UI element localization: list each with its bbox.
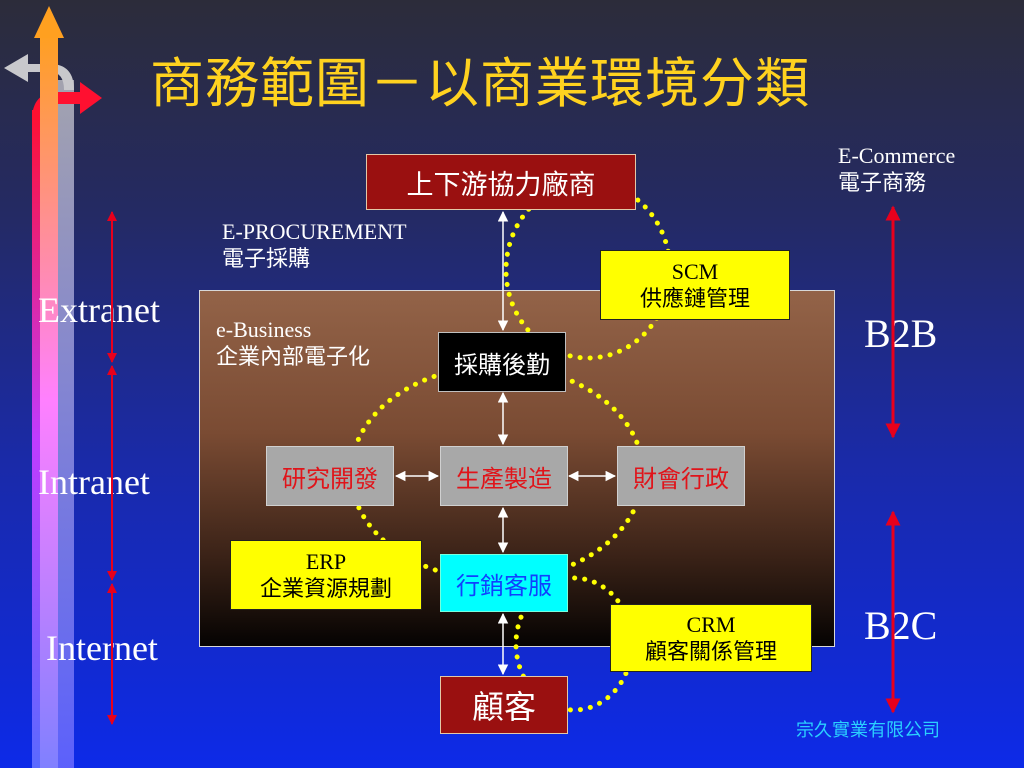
callout-scm: SCM 供應鏈管理 <box>600 250 790 320</box>
node-partners: 上下游協力廠商 <box>366 154 636 210</box>
ecommerce-zh: 電子商務 <box>838 170 927 195</box>
eprocurement-zh: 電子採購 <box>222 246 311 271</box>
crm-zh: 顧客關係管理 <box>644 639 777 664</box>
b2c-label: B2C <box>864 603 938 648</box>
node-marketing: 行銷客服 <box>440 554 568 612</box>
erp-en: ERP <box>305 549 347 574</box>
ecommerce-en: E-Commerce <box>838 143 956 168</box>
ebusiness-label: e-Business 企業內部電子化 <box>216 316 370 370</box>
extranet-label: Extranet <box>38 290 160 330</box>
ebusiness-zh: 企業內部電子化 <box>216 344 371 369</box>
callout-crm: CRM 顧客關係管理 <box>610 604 812 672</box>
ebusiness-en: e-Business <box>216 317 312 342</box>
orange-arrow-icon <box>34 6 64 768</box>
node-finance: 財會行政 <box>617 446 745 506</box>
crm-en: CRM <box>686 612 736 637</box>
node-customer: 顧客 <box>440 676 568 734</box>
page-title: 商務範圍－以商業環境分類 <box>150 54 810 114</box>
internet-label: Internet <box>46 628 158 668</box>
grey-arrow-icon <box>4 54 74 768</box>
callout-erp: ERP 企業資源規劃 <box>230 540 422 610</box>
ecommerce-label: E-Commerce 電子商務 <box>838 142 955 196</box>
intranet-label: Intranet <box>38 462 150 502</box>
eprocurement-label: E-PROCUREMENT 電子採購 <box>222 218 407 272</box>
scm-zh: 供應鏈管理 <box>639 286 750 311</box>
erp-zh: 企業資源規劃 <box>259 576 392 601</box>
node-production: 生產製造 <box>440 446 568 506</box>
node-procurement: 採購後勤 <box>438 332 566 392</box>
company-footer: 宗久實業有限公司 <box>796 720 940 741</box>
b2b-label: B2B <box>864 311 938 356</box>
node-rnd: 研究開發 <box>266 446 394 506</box>
scm-en: SCM <box>671 259 719 284</box>
eprocurement-en: E-PROCUREMENT <box>222 219 407 244</box>
